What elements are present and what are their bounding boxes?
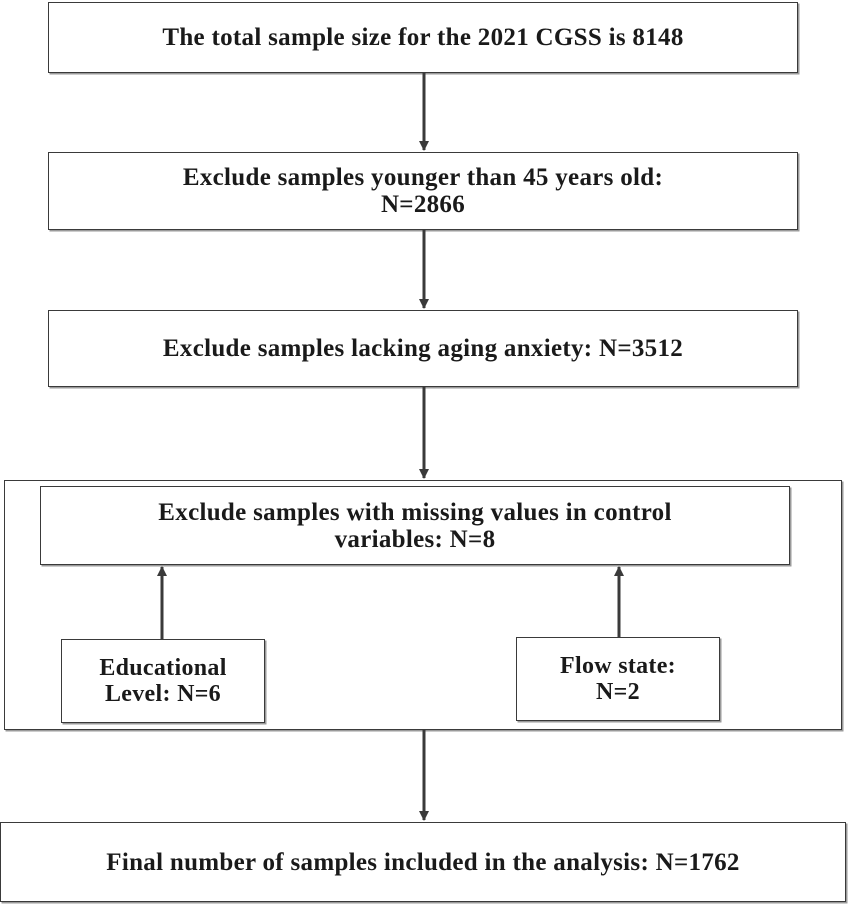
- node-total-sample: The total sample size for the 2021 CGSS …: [48, 2, 798, 73]
- node-flow-state-line1: Flow state:: [560, 653, 676, 679]
- node-final-samples: Final number of samples included in the …: [0, 822, 846, 902]
- node-exclude-missing-line2: variables: N=8: [334, 525, 496, 553]
- node-educational-level: Educational Level: N=6: [61, 639, 265, 723]
- node-exclude-anxiety-text: Exclude samples lacking aging anxiety: N…: [162, 335, 684, 362]
- control-variables-group: [4, 480, 842, 730]
- node-final-samples-text: Final number of samples included in the …: [106, 848, 740, 876]
- node-exclude-missing-line1: Exclude samples with missing values in c…: [158, 498, 672, 526]
- node-flow-state-line2: N=2: [596, 679, 640, 705]
- node-exclude-age-line2: N=2866: [380, 191, 466, 218]
- node-exclude-anxiety: Exclude samples lacking aging anxiety: N…: [48, 310, 798, 387]
- node-exclude-age-line1: Exclude samples younger than 45 years ol…: [182, 164, 664, 191]
- node-exclude-age: Exclude samples younger than 45 years ol…: [48, 152, 798, 230]
- node-educational-level-line2: Level: N=6: [105, 681, 221, 707]
- node-educational-level-line1: Educational: [99, 655, 227, 681]
- node-total-sample-text: The total sample size for the 2021 CGSS …: [162, 24, 684, 51]
- node-flow-state: Flow state: N=2: [516, 637, 720, 721]
- node-exclude-missing: Exclude samples with missing values in c…: [40, 486, 790, 565]
